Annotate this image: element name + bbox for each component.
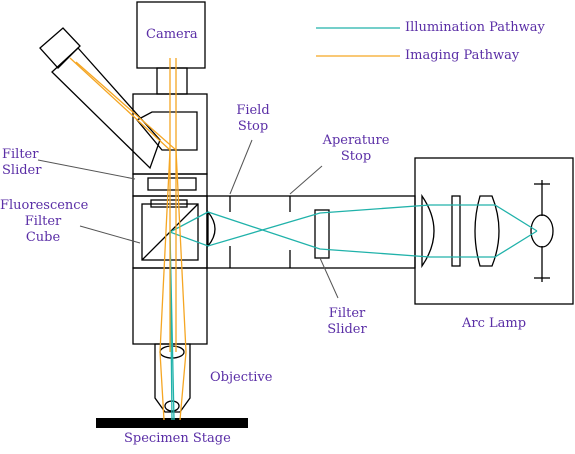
aperture-stop-label-line2: Stop — [340, 149, 372, 164]
filter-slider-bottom-element — [314, 209, 330, 259]
field-stop-label-line2: Stop — [237, 119, 269, 134]
fluorescence-cube-label-line3: Cube — [25, 230, 61, 245]
filter-slider-bottom-label-line1: Filter — [328, 306, 366, 321]
legend-imaging-label: Imaging Pathway — [405, 48, 520, 63]
imaging-ray-1 — [69, 57, 171, 421]
objective-label: Objective — [210, 370, 273, 385]
eyepiece-tube — [51, 47, 161, 170]
camera-mount — [156, 67, 188, 95]
filter-slider-top-label-line1: Filter — [2, 147, 39, 162]
cube-side-lens — [207, 210, 216, 248]
leader-aperture-stop — [289, 165, 323, 195]
leader-filter-slider-top — [37, 159, 136, 180]
filter-slider-top-label-line2: Slider — [2, 163, 42, 178]
illumination-arm — [206, 195, 416, 269]
filter-slider-top-element — [147, 177, 197, 191]
leader-field-stop — [229, 139, 253, 195]
fluorescence-cube-label-line1: Fluorescence — [0, 198, 89, 213]
imaging-ray-2 — [75, 61, 187, 421]
camera-label: Camera — [146, 27, 198, 42]
field-stop-label: Field Stop — [228, 103, 278, 135]
prism — [135, 111, 198, 151]
objective-barrel — [154, 343, 191, 413]
filter-slider-bottom-label-line2: Slider — [327, 322, 367, 337]
lamp-filter — [451, 195, 461, 267]
legend-illumination-label: Illumination Pathway — [405, 20, 545, 35]
fluorescence-cube-label-line2: Filter — [24, 214, 62, 229]
aperture-stop-label-line1: Aperature — [322, 133, 390, 148]
leader-filter-cube — [79, 225, 141, 244]
aperture-stop-label: Aperature Stop — [316, 133, 396, 165]
lamp-lens-1 — [421, 193, 435, 269]
filter-slider-top-label: Filter Slider — [2, 147, 41, 179]
filter-slider-bottom-label: Filter Slider — [322, 306, 372, 338]
specimen-stage-label: Specimen Stage — [124, 431, 231, 446]
lamp-lens-2 — [474, 195, 500, 267]
arc-lamp-housing — [414, 157, 574, 305]
leader-filter-slider-bottom — [319, 257, 339, 299]
fluorescence-cube-label: Fluorescence Filter Cube — [0, 198, 89, 246]
cube-top-filter — [150, 199, 188, 208]
field-stop-label-line1: Field — [236, 103, 270, 118]
arc-bulb — [530, 214, 554, 248]
specimen-stage — [96, 418, 248, 428]
eyepiece — [39, 27, 81, 69]
arc-lamp-label: Arc Lamp — [462, 316, 527, 331]
